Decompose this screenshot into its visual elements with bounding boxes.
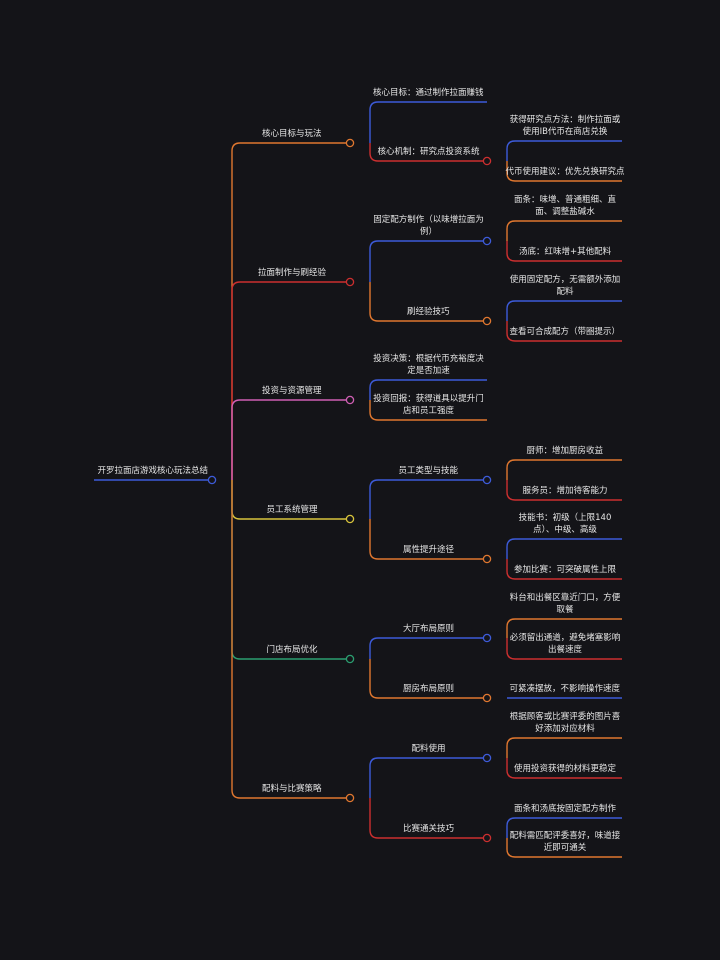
detail-topic: 可紧凑摆放，不影响操作速度 [509,684,621,694]
detail-connector [506,838,622,858]
subtopic: 核心目标：通过制作拉面赚钱 [373,88,484,98]
detail-connector [506,300,622,321]
section-topic: 投资与资源管理 [262,386,322,396]
detail-topic: 料台和出餐区靠近门口，方便取餐 [509,593,621,615]
detail-connector [506,220,622,241]
section-topic: 员工系统管理 [266,505,318,515]
subtopic: 属性提升途径 [403,545,455,555]
detail-topic: 参加比赛：可突破属性上限 [514,565,617,575]
section-connector [231,480,350,799]
subtopic-collapse-toggle[interactable] [482,236,492,246]
detail-topic: 查看可合成配方（带圈提示） [509,327,621,337]
subtopic-collapse-toggle[interactable] [482,693,492,703]
subtopic: 配料使用 [411,744,446,754]
subtopic-collapse-toggle[interactable] [482,554,492,564]
detail-topic: 必须留出通道，避免堵塞影响出餐速度 [509,633,621,655]
subtopic-connector [369,379,487,400]
subtopic-connector [369,637,487,659]
subtopic-connector [369,143,487,162]
subtopic-connector [369,659,487,699]
section-collapse-toggle[interactable] [345,793,355,803]
detail-connector [506,618,622,638]
detail-connector [506,758,622,779]
subtopic-collapse-toggle[interactable] [482,156,492,166]
subtopic: 员工类型与技能 [398,466,459,476]
subtopic-connector [369,101,487,143]
detail-topic: 代币使用建议：优先兑换研究点 [505,167,625,177]
detail-connector [506,638,622,660]
section-connector [231,281,350,480]
subtopic: 比赛通关技巧 [403,824,455,834]
detail-topic: 汤底：红味增+其他配料 [519,247,612,257]
subtopic-connector [369,282,487,322]
subtopic-collapse-toggle[interactable] [482,753,492,763]
subtopic: 投资回报：获得道具以提升门店和员工强度 [373,394,484,416]
subtopic-collapse-toggle[interactable] [482,633,492,643]
section-collapse-toggle[interactable] [345,138,355,148]
section-connector [231,142,350,480]
subtopic-connector [369,757,487,798]
subtopic-connector [369,479,487,519]
subtopic-collapse-toggle[interactable] [482,316,492,326]
subtopic: 刷经验技巧 [407,307,450,317]
subtopic-connector [369,240,487,282]
detail-topic: 获得研究点方法：制作拉面或使用IB代币在商店兑换 [509,115,621,137]
detail-connector [506,538,622,559]
root-topic: 开罗拉面店游戏核心玩法总结 [97,466,209,476]
section-collapse-toggle[interactable] [345,277,355,287]
detail-topic: 使用投资获得的材料更稳定 [514,764,617,774]
detail-connector [506,559,622,580]
detail-connector [506,737,622,758]
subtopic-connector [369,400,487,421]
subtopic: 固定配方制作（以味增拉面为例） [373,215,484,237]
detail-connector [506,241,622,262]
section-collapse-toggle[interactable] [345,514,355,524]
section-topic: 配料与比赛策略 [262,784,322,794]
subtopic-connector [369,798,487,839]
detail-topic: 使用固定配方，无需额外添加配料 [509,275,621,297]
section-collapse-toggle[interactable] [345,654,355,664]
section-topic: 拉面制作与刷经验 [258,268,327,278]
subtopic: 核心机制：研究点投资系统 [377,147,480,157]
section-topic: 门店布局优化 [266,645,318,655]
detail-connector [506,140,622,161]
subtopic-connector [369,519,487,560]
detail-topic: 面条：味增、普通粗细、直面、调整盐碱水 [513,195,616,217]
root-collapse-toggle[interactable] [207,475,217,485]
section-connector [231,399,350,480]
detail-connector [506,480,622,501]
detail-topic: 面条和汤底按固定配方制作 [514,804,617,814]
detail-connector [506,321,622,342]
detail-topic: 厨师：增加厨房收益 [526,446,604,456]
subtopic: 大厅布局原则 [403,624,455,634]
detail-topic: 根据顾客或比赛评委的图片喜好添加对应材料 [509,712,621,734]
section-topic: 核心目标与玩法 [262,129,322,139]
detail-connector [506,459,622,480]
detail-topic: 技能书：初级（上限140点）、中级、高级 [518,513,612,535]
subtopic-collapse-toggle[interactable] [482,833,492,843]
detail-topic: 服务员：增加待客能力 [522,486,608,496]
subtopic: 厨房布局原则 [403,684,455,694]
section-collapse-toggle[interactable] [345,395,355,405]
subtopic-collapse-toggle[interactable] [482,475,492,485]
detail-topic: 配料需匹配评委喜好，味道接近即可通关 [509,831,621,853]
detail-connector [506,161,622,182]
detail-connector [506,817,622,838]
subtopic: 投资决策：根据代币充裕度决定是否加速 [373,354,484,376]
